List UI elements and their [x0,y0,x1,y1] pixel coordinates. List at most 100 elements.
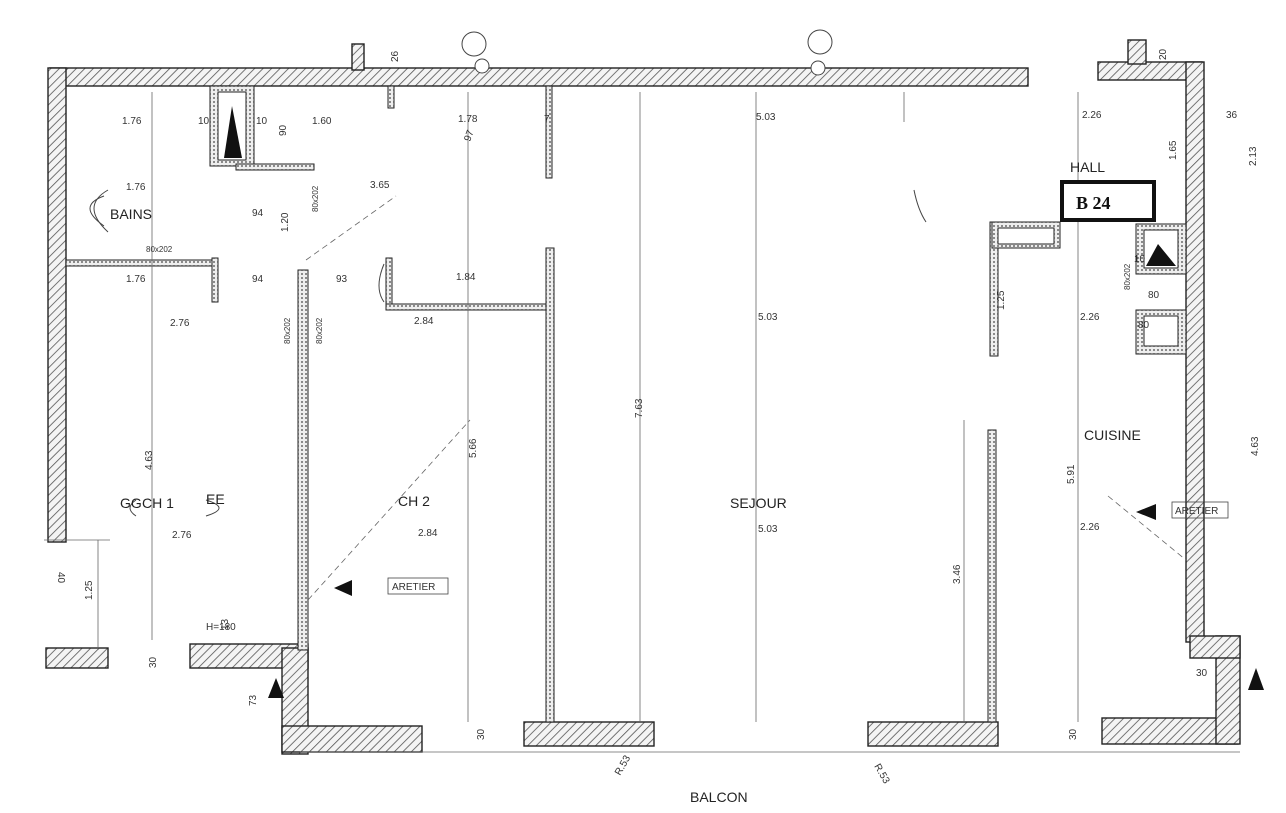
dim-2-13: 2.13 [1248,146,1259,166]
dim-40: 40 [55,572,66,584]
room-label-hall: HALL [1070,159,1105,175]
diag-cuisine [1107,495,1187,561]
dim-r53b: R.53 [871,762,891,786]
door-arc-bains [89,195,105,227]
dim-5-66: 5.66 [468,438,479,458]
partition-bains-stub [211,257,219,303]
dim-80-b: 80 [1138,320,1150,331]
dim-2-26-mid: 2.26 [1080,312,1100,323]
dim-2-26-low: 2.26 [1080,522,1100,533]
arrow-cuisine [1136,504,1156,520]
partition-wc [387,85,395,109]
duct-triangle-bains [224,106,242,158]
dim-2-84-b: 2.84 [418,528,438,539]
wall-bottom-2 [523,721,655,747]
hall-box-inner [997,227,1055,245]
duct-symbols [217,91,1179,347]
dim-2-76-b: 2.76 [172,530,192,541]
dim-2-76-a: 2.76 [170,318,190,329]
dim-30-c: 30 [1068,728,1079,740]
diag-ch1 [305,195,397,261]
dim-3-65: 3.65 [370,180,390,191]
partition-bains-ch1 [65,259,219,267]
dim-30-b: 30 [476,728,487,740]
partition-sejour-cuisine [987,429,997,723]
dim-1-76-low: 1.76 [126,274,146,285]
door-marks [89,29,927,517]
partition-top-stub [545,85,553,179]
dim-7: 7 [544,114,550,125]
dim-3-46: 3.46 [952,564,963,584]
dim-80x202-b: 80x202 [146,245,173,254]
partition-bains-duct-h [235,163,315,171]
dim-80x202-c: 80x202 [283,317,292,344]
dim-1-76-top: 1.76 [122,116,142,127]
dim-1-65: 1.65 [1168,140,1179,160]
wall-left [47,67,67,543]
arrows [268,504,1264,698]
wall-stub-top-2 [1127,39,1147,65]
annotation-h180: H=180 [206,622,236,633]
arrow-bottom-left [268,678,284,698]
door-arc-bains-2 [93,189,109,233]
annotations: ARETIER ARETIER H=180 GG EE [120,491,1229,633]
dim-1-60: 1.60 [312,116,332,127]
dim-94-b: 94 [252,274,264,285]
dim-80x202-e: 80x202 [1123,263,1132,290]
dim-5-03-mid: 5.03 [758,312,778,323]
door-arc-ch1b [205,499,220,517]
dim-10-a: 10 [198,116,210,127]
dim-1-78: 1.78 [458,114,478,125]
dim-5-91: 5.91 [1066,464,1077,484]
dim-13: 13 [220,618,231,630]
dim-7-63: 7.63 [634,398,645,418]
outer-walls [45,39,1241,755]
room-label-balcon: BALCON [690,789,748,805]
room-label-ch2: CH 2 [398,493,430,509]
wall-right [1185,61,1205,643]
dim-94-a: 94 [252,208,264,219]
annotation-ee: EE [206,491,225,507]
annotation-aretier-2: ARETIER [1175,506,1218,517]
dim-80x202-d: 80x202 [315,317,324,344]
diag-ch2 [307,419,471,601]
light-point-4 [810,60,826,76]
room-label-ch1: CH 1 [142,495,174,511]
dim-26: 26 [390,50,401,62]
room-label-bains: BAINS [110,206,152,222]
annotation-gg: GG [120,495,142,511]
dim-10-b: 10 [256,116,268,127]
aretier-box-2 [1171,501,1229,519]
room-label-sejour: SEJOUR [730,495,787,511]
partition-ch2-closet-v [385,257,393,311]
dim-4-63-left: 4.63 [144,450,155,470]
dim-73: 73 [248,694,259,706]
dim-10-c: 10 [1134,254,1146,265]
dim-4-63-right: 4.63 [1250,436,1261,456]
room-labels: BAINS HALL CH 1 CH 2 SEJOUR CUISINE BALC… [110,159,1141,805]
dim-30-a: 30 [148,656,159,668]
dim-5-03-low: 5.03 [758,524,778,535]
unit-tag-box [1060,180,1156,222]
light-point-2 [807,29,833,55]
arrow-ch2 [334,580,352,596]
dim-5-03-top: 5.03 [756,112,776,123]
light-point-1 [461,31,487,57]
door-arc-wc [913,189,927,223]
guide-lines [44,92,1240,753]
wall-bottom-left-1 [45,647,109,669]
light-point-3 [474,58,490,74]
dim-97: 97 [462,128,476,143]
dim-30-d: 30 [1196,668,1208,679]
dim-36: 36 [1226,110,1238,121]
dim-2-84-a: 2.84 [414,316,434,327]
duct-triangle-cuisine [1146,244,1176,266]
wall-top-left [49,67,1029,87]
arrow-bottom-right [1248,668,1264,690]
wall-stub-top-1 [351,43,365,71]
aretier-box-1 [387,577,449,595]
dim-1-20: 1.20 [280,212,291,232]
dim-80x202-a: 80x202 [311,185,320,212]
door-arc-ch2 [378,263,385,303]
